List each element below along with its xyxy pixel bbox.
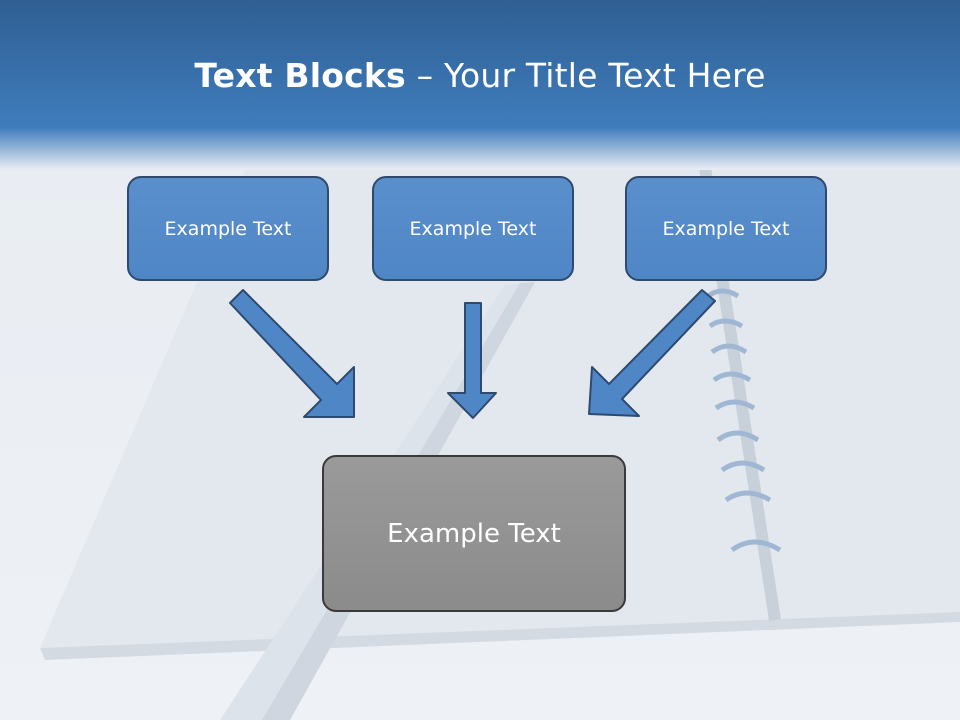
arrow-right	[588, 289, 716, 417]
title-rest: Your Title Text Here	[443, 56, 766, 95]
header-band	[0, 0, 960, 170]
text-block-left[interactable]: Example Text	[127, 176, 329, 281]
arrow-middle	[447, 302, 497, 419]
text-block-center[interactable]: Example Text	[322, 455, 626, 612]
title-bold: Text Blocks	[194, 56, 406, 95]
text-block-middle[interactable]: Example Text	[372, 176, 574, 281]
title-separator: –	[405, 56, 444, 95]
arrow-left	[229, 289, 355, 418]
slide-title: Text Blocks – Your Title Text Here	[0, 50, 960, 102]
text-block-right[interactable]: Example Text	[625, 176, 827, 281]
